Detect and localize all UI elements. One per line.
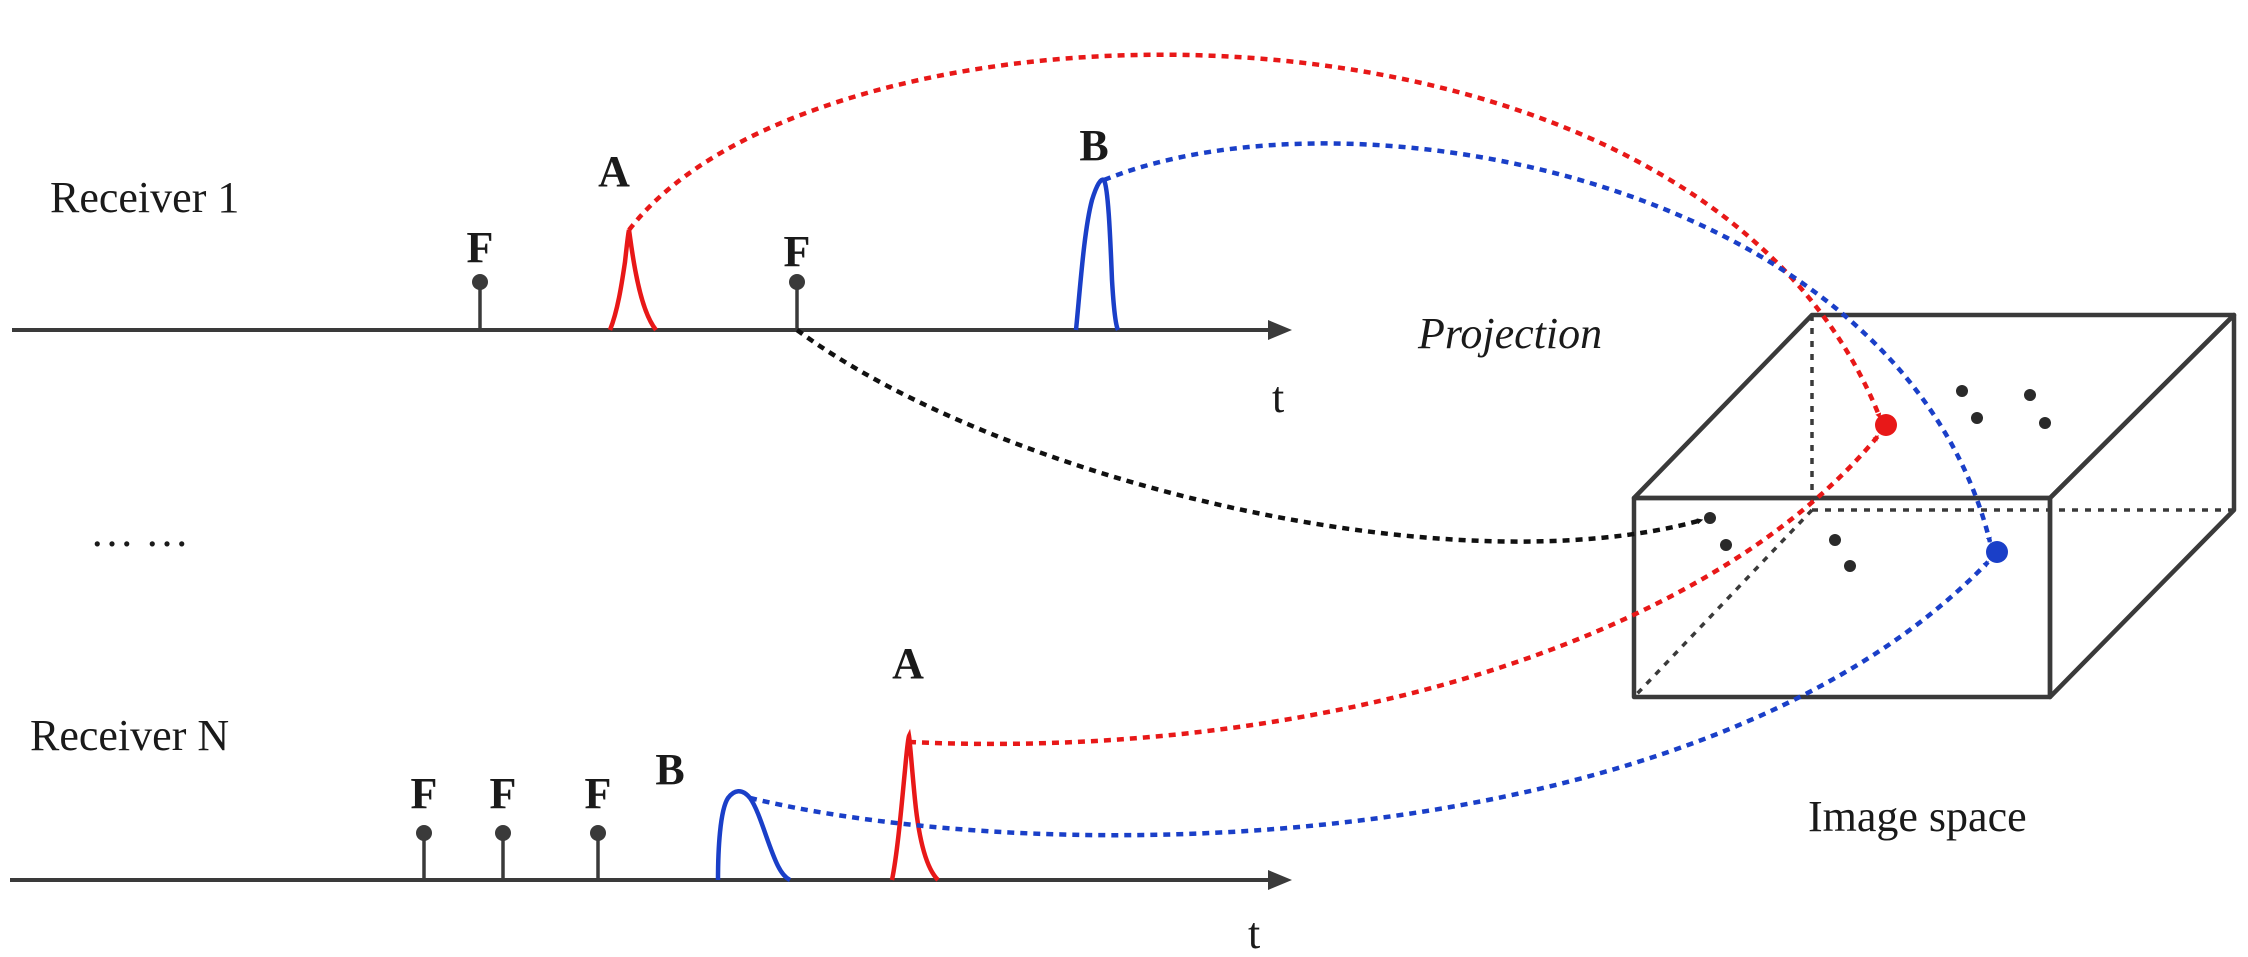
box-hidden-edge-diagonal [1632,508,1814,699]
receiver-n-event-marker-3-label: F [585,769,612,818]
projection-rays [627,52,1993,838]
receiver-1-pulse-b [1073,177,1121,332]
projection-label: Projection [1417,309,1602,358]
receivers-ellipsis: … … [90,507,189,556]
image-point-b [1986,541,2008,563]
receiver-1-pulse-a [607,229,658,332]
receiver-n-axis-label: t [1248,909,1260,957]
receiver-1-event-marker-2-label: F [784,227,811,276]
receiver-1-axis-label: t [1272,373,1284,422]
receiver-n-event-marker-3: F [585,769,612,880]
image-point [2039,417,2051,429]
receiver-n-pulse-a-label: A [892,639,924,688]
receiver-n-pulse-b [715,789,792,883]
image-point [1971,412,1983,424]
receiver-n-label: Receiver N [30,711,229,760]
receiver-1-pulse-a-label: A [598,147,630,196]
receiver-1-pulse-b-label: B [1079,121,1108,170]
image-point [1956,385,1968,397]
image-space-label: Image space [1808,792,2027,841]
receiver-n-pulse-b-label: B [655,745,684,794]
receiver-n-event-marker-1: F [411,769,438,880]
receiver-1-event-marker-1-label: F [467,223,494,272]
ray-receiver-n-a [908,434,1880,747]
receiver-1-label: Receiver 1 [50,173,239,222]
image-point [1829,534,1841,546]
box-right-face [2047,312,2237,700]
receiver-n-event-marker-2-label: F [490,769,517,818]
ray-receiver-n-b [749,560,1990,838]
image-point [1720,539,1732,551]
receiver-1-event-marker-2: F [784,227,811,330]
ray-receiver-1-f [795,328,1704,544]
receiver-n-pulse-a [889,728,940,882]
receiver-n-event-marker-2: F [490,769,517,880]
ray-receiver-1-a [627,52,1883,420]
receiver-1-group: Receiver 1 t F F A B [12,121,1292,422]
image-space-points [1704,385,2051,572]
receiver-n-event-marker-1-label: F [411,769,438,818]
receiver-1-event-marker-1: F [467,223,494,330]
ray-receiver-1-b [1103,141,1993,544]
image-space-box [1631,312,2240,700]
receiver-n-group: Receiver N t F F F B A [10,639,1292,957]
image-point [1704,512,1716,524]
image-point [1844,560,1856,572]
image-point [2024,389,2036,401]
image-point-a [1875,414,1897,436]
